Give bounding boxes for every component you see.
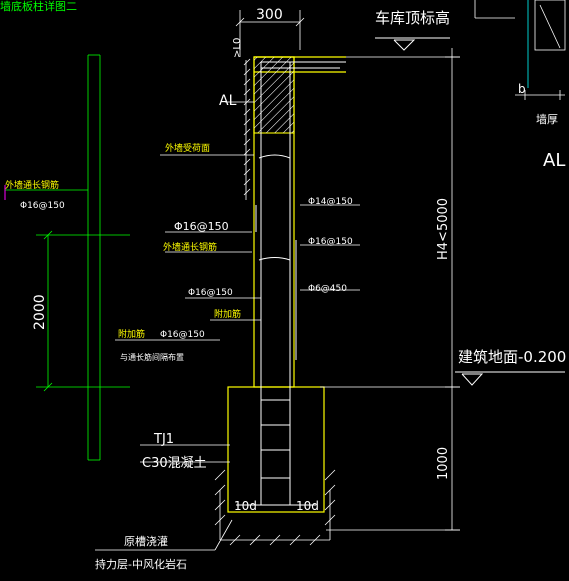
label-note-alternate: 与通长筋间隔布置 <box>120 352 184 362</box>
label-add-rebar-spec: Φ16@150 <box>160 330 205 340</box>
label-outer-long-rebar: 外墙通长钢筋 <box>5 179 59 191</box>
partial-title: 墙底板柱详图二 <box>0 0 77 13</box>
label-phi16-150-low: Φ16@150 <box>188 288 233 298</box>
label-bearing-layer: 持力层-中风化岩石 <box>95 557 187 571</box>
label-outer-face: 外墙受荷面 <box>165 142 210 154</box>
dim-anchor-left: 10d <box>234 499 257 513</box>
label-ground-level: 建筑地面-0.200 <box>458 348 566 366</box>
dim-l0: >L0 <box>232 38 243 58</box>
dim-top-width: 300 <box>256 7 283 23</box>
label-phi16-150-right: Φ16@150 <box>308 237 353 247</box>
label-add-rebar-left: 附加筋 <box>118 328 145 340</box>
label-outer-long-rebar-spec: Φ16@150 <box>20 201 65 211</box>
label-add-rebar: 附加筋 <box>214 308 241 320</box>
label-phi14-150: Φ14@150 <box>308 197 353 207</box>
soil-hatch <box>214 58 336 546</box>
dim-base-height: 1000 <box>436 447 451 480</box>
dim-anchor-right: 10d <box>296 499 319 513</box>
dim-height-range: H4<5000 <box>436 198 451 260</box>
label-outer-long-rebar-2: 外墙通长钢筋 <box>163 241 217 253</box>
label-garage-roof: 车库顶标高 <box>375 9 450 27</box>
top-right-detail <box>474 0 566 100</box>
label-wall-thickness: 墙厚 <box>536 112 558 126</box>
label-original-groove: 原槽浇灌 <box>124 535 168 548</box>
label-al-right: AL <box>543 150 565 171</box>
rebars <box>236 61 346 506</box>
foundation-outline <box>227 386 325 513</box>
right-dimensions <box>235 10 460 531</box>
label-tj1: TJ1 <box>153 432 174 447</box>
label-phi16-150-mid: Φ16@150 <box>174 220 229 233</box>
left-dimensions <box>5 54 130 461</box>
elevation-markers <box>375 37 565 386</box>
label-concrete: C30混凝土 <box>142 455 207 471</box>
dim-side-height: 2000 <box>32 294 48 330</box>
label-al-left: AL <box>219 93 237 109</box>
label-phi6-450: Φ6@450 <box>308 284 347 294</box>
annotation-leaders <box>95 101 360 551</box>
dim-b: b <box>518 82 526 96</box>
